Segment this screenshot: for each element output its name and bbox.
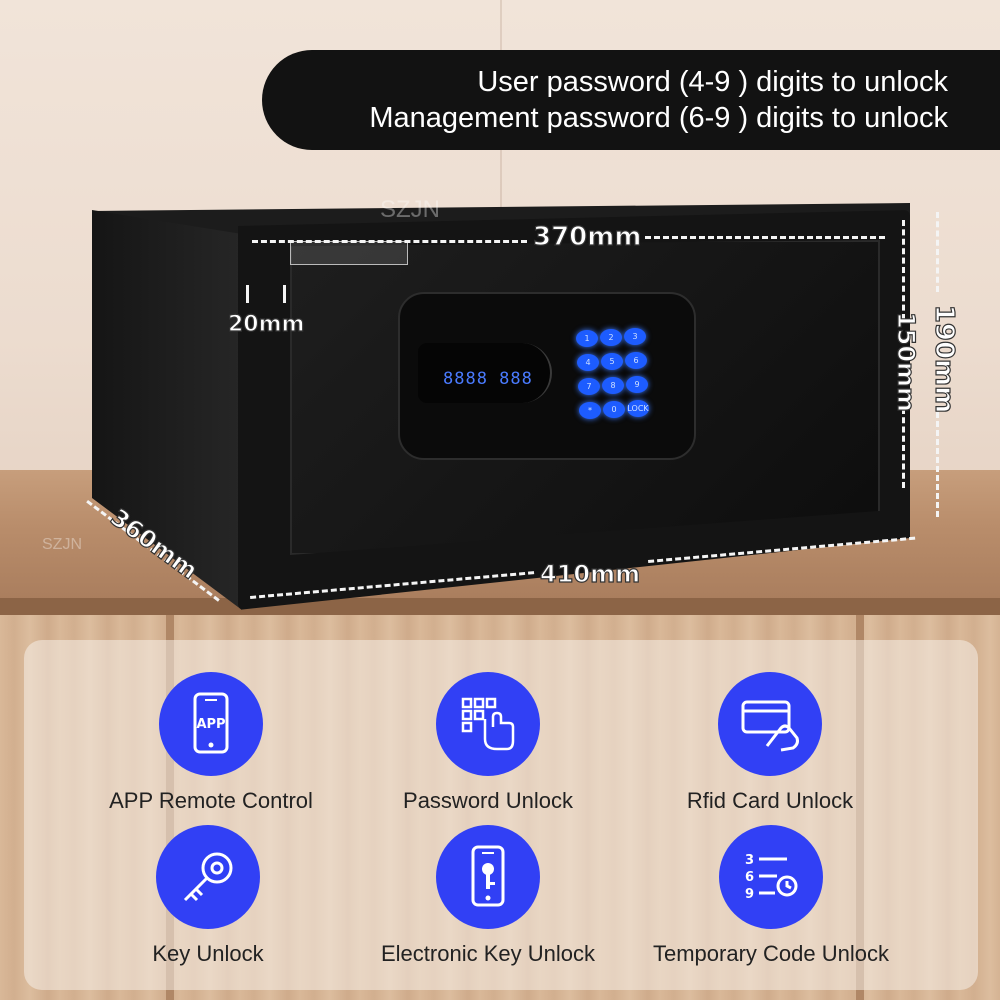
lcd-display [418, 343, 552, 403]
dim-line-150-bottom [902, 408, 905, 488]
instruction-sticker [290, 241, 408, 265]
keypad-key: 6 [625, 352, 647, 369]
dim-line-190-bottom [936, 412, 939, 517]
keypad-key: 1 [576, 330, 598, 347]
card-hand-icon [741, 700, 799, 752]
code-digit: 6 [745, 870, 754, 885]
feature-label: APP Remote Control [109, 788, 313, 813]
feature-app-remote-control: APP APP Remote Control [61, 672, 361, 814]
dim-line-370-right [645, 236, 885, 239]
feature-circle: 3 6 9 [719, 825, 823, 929]
dim-label-410: 410mm [539, 559, 641, 588]
dim-line-370-left [252, 240, 527, 243]
feature-temporary-code-unlock: 3 6 9 Temporary Code Unlock [621, 825, 921, 967]
dim-label-370: 370mm [532, 221, 642, 252]
dim-label-20: 20mm [227, 311, 305, 337]
dim-label-190: 190mm [929, 304, 960, 414]
feature-circle [156, 825, 260, 929]
feature-label: Key Unlock [152, 941, 264, 966]
dim-label-150: 150mm [891, 311, 921, 413]
keypad-key: * [579, 402, 601, 419]
phone-app-icon: APP [193, 692, 229, 754]
keypad-key: LOCK [627, 400, 649, 417]
feature-key-unlock: Key Unlock [58, 825, 358, 967]
banner-management-password: Management password (6-9 ) digits to unl… [369, 102, 948, 134]
keypad-key: 8 [602, 377, 624, 394]
keypad-key: 4 [577, 354, 599, 371]
feature-password-unlock: Password Unlock [338, 672, 638, 814]
keypad-key: 7 [578, 378, 600, 395]
key-icon [183, 852, 233, 902]
app-icon-text: APP [196, 717, 225, 732]
code-digit: 9 [745, 887, 754, 902]
banner-user-password: User password (4-9 ) digits to unlock [477, 66, 948, 98]
dim-line-20 [246, 285, 286, 303]
code-digit: 3 [745, 853, 754, 868]
keypad-key: 3 [624, 328, 646, 345]
keypad-key: 5 [601, 353, 623, 370]
feature-circle [436, 672, 540, 776]
feature-label: Password Unlock [403, 788, 573, 813]
feature-label: Temporary Code Unlock [653, 941, 889, 966]
dim-line-150-top [902, 220, 905, 320]
feature-label: Rfid Card Unlock [686, 788, 854, 813]
feature-electronic-key-unlock: Electronic Key Unlock [338, 825, 638, 967]
watermark-top: SZJN [380, 196, 440, 223]
feature-circle [718, 672, 822, 776]
feature-label: Electronic Key Unlock [381, 941, 595, 966]
lcd-digits: 8888 888 [443, 369, 533, 389]
code-list-icon: 3 6 9 [745, 853, 798, 902]
password-banner: User password (4-9 ) digits to unlock Ma… [262, 50, 1000, 150]
feature-rfid-card-unlock: Rfid Card Unlock [620, 672, 920, 814]
phone-key-icon [471, 845, 505, 907]
keypad-key: 0 [603, 401, 625, 418]
dim-line-190-top [936, 212, 939, 292]
keypad-key: 9 [626, 376, 648, 393]
watermark-left: SZJN [42, 536, 82, 553]
feature-circle: APP [159, 672, 263, 776]
keypad-hand-icon [461, 697, 515, 751]
keypad-key: 2 [600, 329, 622, 346]
feature-circle [436, 825, 540, 929]
